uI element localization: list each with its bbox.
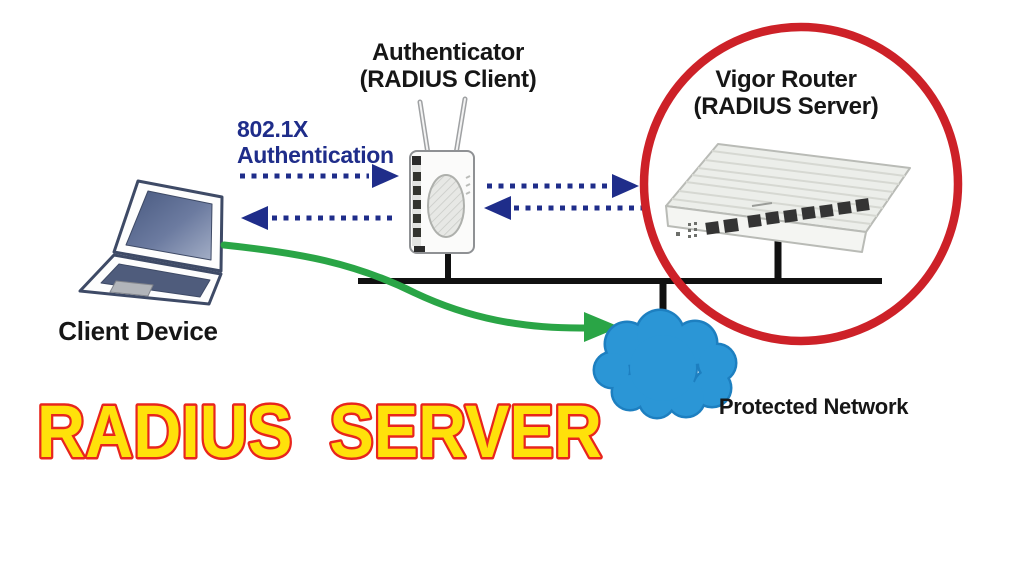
red-circle-highlight	[639, 22, 963, 346]
radius-request-arrow	[487, 174, 639, 198]
authenticator-label-line1: Authenticator	[371, 39, 525, 66]
radius-response-arrow	[484, 196, 643, 220]
dot1x-authentication-label: 802.1X Authentication	[237, 116, 394, 168]
cloud-icon	[592, 308, 738, 420]
green-flow-arrow	[220, 241, 620, 342]
laptop-icon	[78, 179, 224, 306]
auth-response-arrow	[241, 206, 397, 230]
authenticator-label-line2: (RADIUS Client)	[359, 66, 537, 94]
dot1x-label-line1: 802.1X	[237, 116, 309, 142]
client-device-label: Client Device	[58, 316, 218, 346]
auth-request-arrow	[240, 164, 399, 188]
radius-server-title: RADIUS SERVER	[37, 390, 602, 473]
vigor-router-label: Vigor Router (RADIUS Server)	[676, 66, 896, 120]
access-point-icon	[409, 96, 475, 254]
router-icon	[665, 143, 911, 253]
dot1x-label-line2: Authentication	[237, 141, 394, 168]
vigor-router-label-line2: (RADIUS Server)	[693, 93, 879, 121]
vigor-router-label-line1: Vigor Router	[715, 66, 857, 93]
protected-network-label: Protected Network	[718, 394, 909, 419]
authenticator-label: Authenticator (RADIUS Client)	[348, 39, 548, 93]
